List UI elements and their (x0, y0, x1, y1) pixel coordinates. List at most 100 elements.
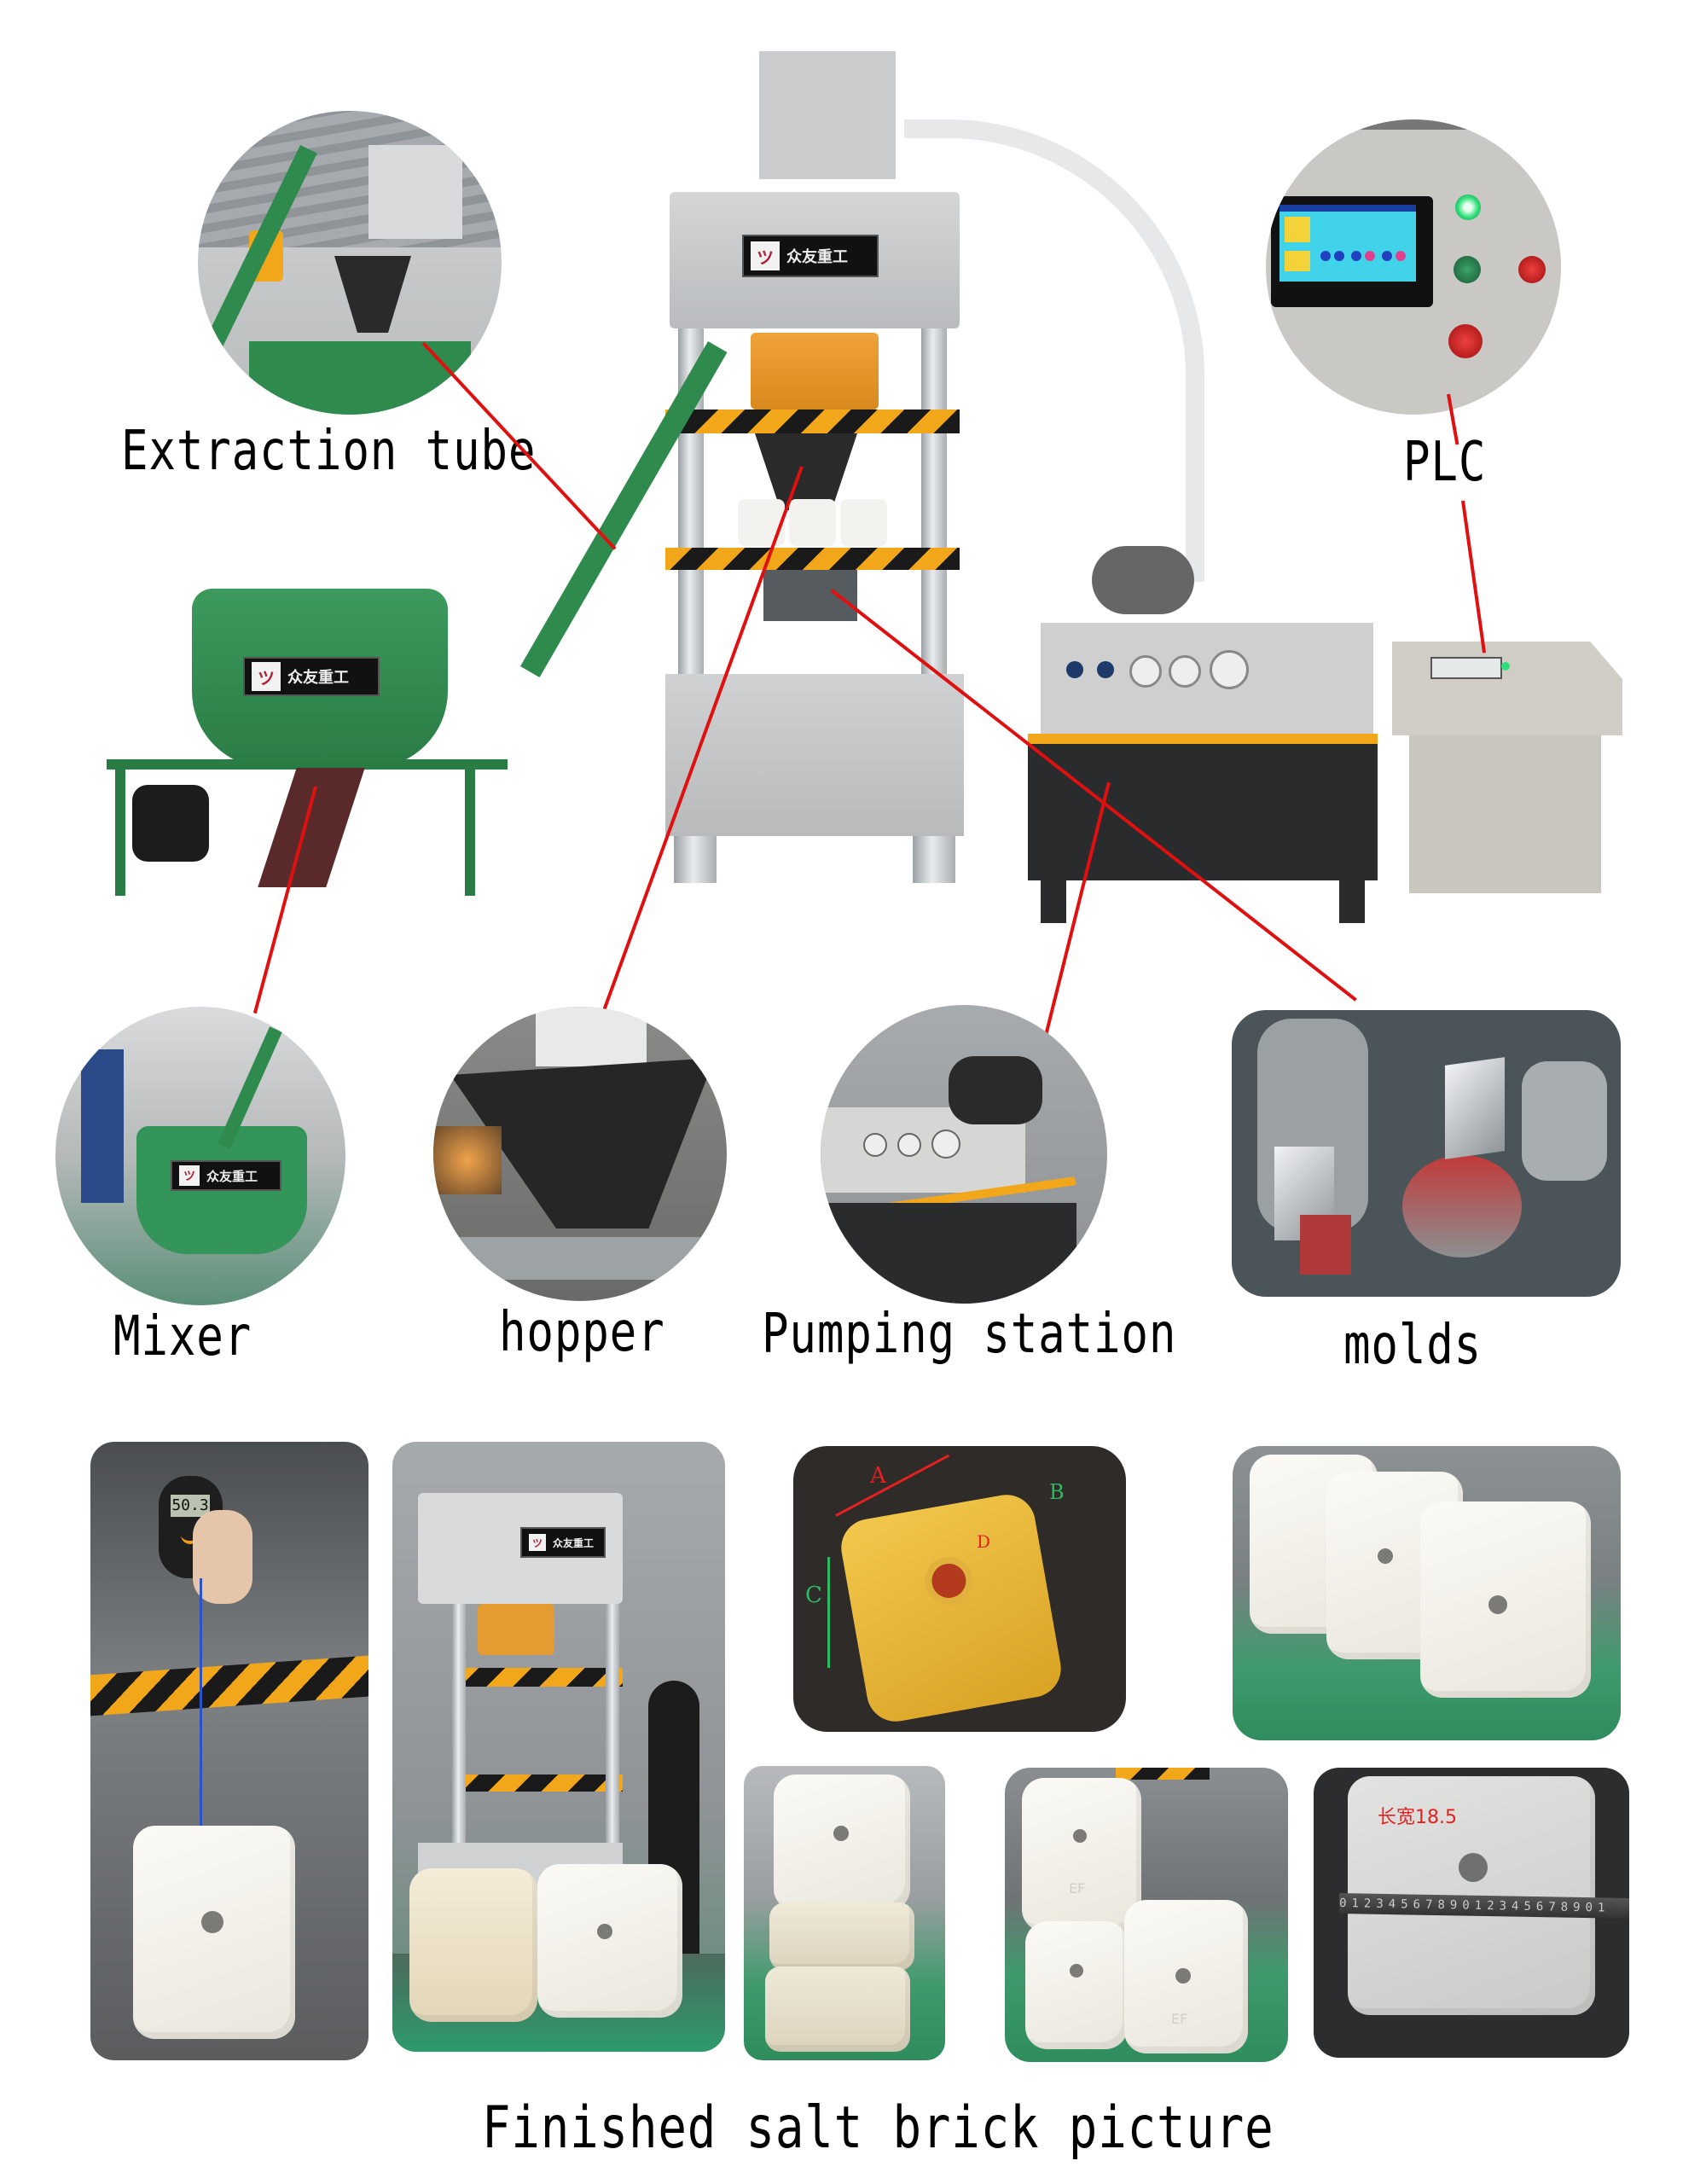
press-body (536, 1007, 647, 1066)
press-logo-plate: ツ 众友重工 (742, 235, 879, 277)
hydraulic-hose (904, 119, 1204, 582)
three-bricks-photo (1233, 1446, 1621, 1740)
leader-line-plc-lower (1461, 500, 1487, 653)
column-cap (678, 162, 704, 196)
dimension-brick-photo: A B C D (793, 1446, 1126, 1732)
molds-photo (1232, 1010, 1621, 1297)
brick-weighing-photo: 50.3 (90, 1442, 368, 2060)
press-foot (913, 836, 955, 883)
dimension-label-d: D (977, 1531, 991, 1552)
smiley-icon (181, 1531, 200, 1544)
hopper-label: hopper (499, 1301, 665, 1364)
salt-brick: EF (1022, 1778, 1141, 1931)
brick-marking: EF (1171, 2011, 1188, 2027)
press-foot (674, 836, 717, 883)
steel-punch (1445, 1057, 1505, 1159)
blue-rack (81, 1049, 124, 1203)
mixer-machine: ツ 众友重工 (107, 589, 508, 904)
measured-brick-photo: 长宽18.5 0123456789012345678901 (1314, 1768, 1629, 2058)
salt-brick (769, 1902, 914, 1971)
mixer-leg (115, 759, 125, 896)
hanging-salt-brick (133, 1826, 295, 2039)
salt-block (840, 499, 887, 546)
mixer-chute (258, 768, 365, 887)
scale-reading: 50.3 (171, 1495, 210, 1517)
pumping-station-machine (1024, 546, 1416, 923)
pumping-station-label: Pumping station (762, 1303, 1177, 1366)
hopper-inset (433, 1007, 727, 1301)
salt-brick (537, 1864, 682, 2018)
brand-logo-icon: ツ (179, 1165, 200, 1186)
factory-press-logo-text: 众友重工 (553, 1536, 595, 1549)
brand-logo-icon: ツ (252, 662, 281, 691)
stacked-bricks-photo (744, 1766, 945, 2060)
press-top (368, 145, 462, 239)
red-mold-base (1300, 1215, 1351, 1275)
mixer-inset-logo: ツ 众友重工 (171, 1160, 281, 1191)
extraction-tube-inset (198, 111, 502, 415)
hand (193, 1510, 252, 1604)
mold-block (763, 570, 857, 621)
pressure-gauge-icon (1210, 650, 1249, 689)
hazard-beam (452, 1774, 623, 1792)
hazard-beam (452, 1668, 623, 1687)
salt-block (789, 499, 836, 546)
mixer-inset: ツ 众友重工 (55, 1007, 345, 1305)
red-mold-base (1402, 1155, 1522, 1258)
mixer-logo-text: 众友重工 (287, 669, 349, 687)
dimension-arrow-c (827, 1557, 830, 1668)
cabinet-console (1392, 642, 1622, 735)
salt-brick (1025, 1921, 1128, 2049)
mixer-frame (107, 759, 508, 770)
blue-string (200, 1578, 202, 1920)
pumping-station-inset (821, 1005, 1107, 1304)
finished-salt-brick-caption: Finished salt brick picture (482, 2094, 1274, 2162)
dimension-label-c: C (805, 1583, 822, 1608)
ef-bricks-photo: EF EF (1005, 1768, 1288, 2062)
cabinet-screen (1430, 657, 1502, 679)
cabinet-indicator (1501, 662, 1510, 671)
tank-trim (1028, 734, 1378, 744)
plc-label: PLC (1403, 431, 1487, 494)
press-logo-text: 众友重工 (786, 248, 848, 266)
measurement-note: 长宽18.5 (1378, 1807, 1457, 1828)
power-indicator-light (1455, 195, 1481, 220)
salt-brick (1420, 1502, 1591, 1698)
mixer-motor (132, 785, 209, 862)
background-light (433, 1126, 502, 1194)
pump-motor (949, 1056, 1042, 1124)
mixer-inset-logo-text: 众友重工 (206, 1168, 258, 1184)
press-top-tower (759, 51, 896, 179)
salt-brick: EF (1124, 1900, 1248, 2053)
brand-logo-icon: ツ (529, 1534, 546, 1551)
salt-brick (765, 1966, 910, 2052)
tank-leg (1041, 880, 1066, 923)
pressure-gauge-icon (1129, 655, 1162, 688)
pressure-gauge-icon (1169, 655, 1201, 688)
pump-motor (1092, 546, 1194, 614)
plc-inset (1266, 119, 1561, 415)
hmi-display (1280, 205, 1416, 282)
salt-brick (774, 1774, 910, 1911)
motor-stop-button (1448, 324, 1483, 358)
column (452, 1604, 466, 1885)
feed-plate (450, 1237, 723, 1280)
cabinet-body (1409, 735, 1601, 893)
press-base (665, 674, 964, 836)
molds-label: molds (1343, 1314, 1483, 1377)
gauge-panel (1041, 623, 1373, 734)
main-cylinder (478, 1604, 554, 1655)
control-cabinet (1392, 642, 1622, 893)
factory-press-logo: ツ 众友重工 (520, 1527, 606, 1558)
gauge-panel (821, 1107, 1025, 1193)
hopper-shape (334, 256, 411, 333)
center-hole (920, 1553, 977, 1609)
side-stop-button (1518, 256, 1546, 283)
hazard-beam (1116, 1768, 1210, 1780)
mixer-top (249, 341, 471, 415)
salt-brick-stack (409, 1868, 537, 2022)
dimension-label-a: A (870, 1463, 886, 1489)
brand-logo-icon: ツ (751, 241, 780, 270)
column (606, 1604, 619, 1885)
panel-edge (1266, 119, 1561, 130)
